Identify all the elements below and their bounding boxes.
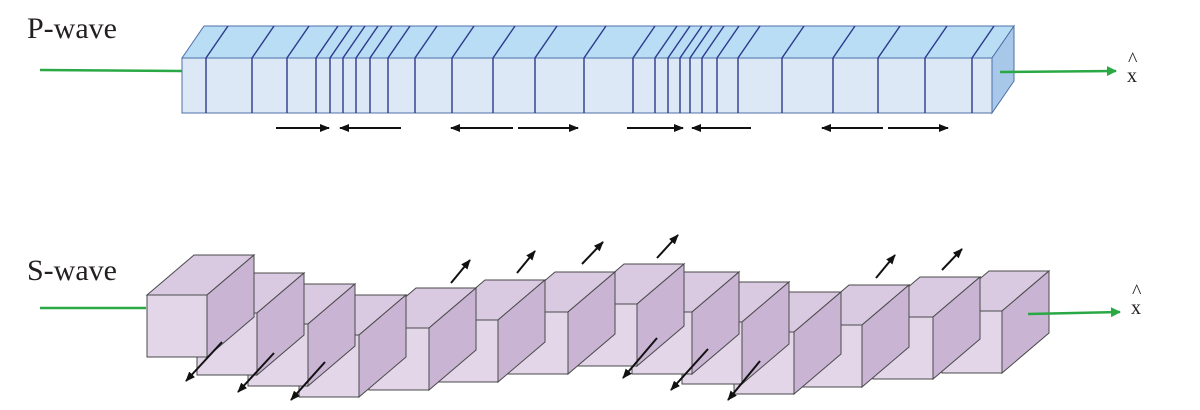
p-wave-label: P-wave [27,12,117,45]
bar-front-face [181,57,993,114]
wavefront-plane-line [286,25,310,113]
wavefront-plane-line [251,25,275,113]
shear-motion-arrow-icon [656,234,679,259]
wavefront-plane-line [924,25,948,113]
shear-block [145,253,256,359]
shear-motion-arrow-icon [622,337,658,379]
wavefront-plane-line [679,25,703,113]
wavefront-plane-line [342,25,366,113]
bar-end-face [991,24,1015,115]
shear-motion-arrow-icon [290,361,326,401]
shear-motion-arrow-icon [670,348,709,391]
p-wave-bar [39,24,1117,132]
s-wave-blocks [40,234,1121,401]
axis-arrow-icon [999,66,1117,77]
axis-line-incoming [39,68,183,73]
p-wave-axis-label: ^ x [1127,49,1138,87]
unit-vector-hat-icon: ^ [1128,49,1138,71]
wavefront-plane-line [832,25,856,113]
wavefront-plane-line [701,25,725,113]
wavefront-plane-line [737,25,761,113]
wavefront-plane-line [451,25,475,113]
wavefront-plane-line [971,25,995,113]
wavefront-plane-line [877,25,901,113]
wavefront-plane-line [632,25,656,113]
block-front-face [146,294,208,358]
shear-motion-arrow-icon [581,241,604,265]
wavefront-plane-line [583,25,607,113]
unit-vector-hat-icon: ^ [1132,281,1142,303]
shear-motion-arrow-icon [727,360,761,401]
shear-motion-arrow-icon [237,352,275,393]
wavefront-plane-line [387,25,411,113]
shear-motion-arrow-icon [875,254,896,279]
wavefront-plane-line [667,25,691,113]
wavefront-plane-line [492,25,516,113]
wavefront-plane-line [781,25,805,113]
s-wave-axis-label: ^ x [1131,281,1142,319]
wavefront-plane-line [689,25,713,113]
wavefront-plane-line [534,25,558,113]
shear-motion-arrow-icon [450,259,471,284]
wavefront-plane-line [355,25,379,113]
shear-motion-arrow-icon [941,248,963,271]
axis-arrow-icon [1027,307,1121,318]
wavefront-plane-line [315,25,339,113]
wavefront-plane-line [205,25,229,113]
shear-motion-arrow-icon [516,250,536,274]
wavefront-plane-line [716,25,740,113]
wavefront-plane-line [414,25,438,113]
wavefront-plane-line [654,25,678,113]
wavefront-plane-line [369,25,393,113]
wavefront-plane-line [329,25,353,113]
shear-motion-arrow-icon [185,341,223,382]
s-wave-label: S-wave [27,254,117,287]
